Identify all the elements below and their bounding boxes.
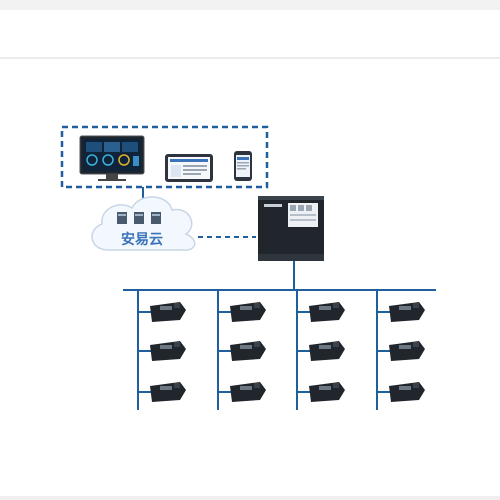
meter-device-icon: [377, 341, 425, 361]
meter-display: [240, 306, 252, 310]
meter-terminal: [413, 342, 419, 347]
meter-device-icon: [138, 382, 186, 402]
meter-terminal: [333, 383, 339, 388]
meter-display: [399, 386, 411, 390]
meter-body: [230, 302, 266, 322]
meter-body: [309, 382, 345, 402]
meter-body: [150, 302, 186, 322]
meter-device-icon: [297, 341, 345, 361]
smartphone-icon: [234, 151, 252, 181]
tablet-icon: [165, 154, 213, 182]
meter-display: [319, 306, 331, 310]
meter-display: [399, 345, 411, 349]
meter-device-icon: [218, 302, 266, 322]
meter-display: [160, 306, 172, 310]
monitor-icon: [79, 135, 145, 181]
meter-branches: [137, 290, 425, 410]
client-devices-group: [60, 125, 269, 189]
meter-display: [399, 306, 411, 310]
meter-body: [309, 302, 345, 322]
meter-display: [240, 386, 252, 390]
meter-terminal: [254, 383, 260, 388]
meter-body: [150, 341, 186, 361]
meter-terminal: [254, 342, 260, 347]
meter-device-icon: [218, 382, 266, 402]
meter-body: [150, 382, 186, 402]
meter-body: [389, 341, 425, 361]
meter-body: [389, 382, 425, 402]
meter-device-icon: [297, 302, 345, 322]
meter-device-icon: [377, 302, 425, 322]
meter-terminal: [413, 383, 419, 388]
meter-device-icon: [297, 382, 345, 402]
meter-terminal: [413, 303, 419, 308]
meter-device-icon: [138, 341, 186, 361]
meter-body: [389, 302, 425, 322]
page-footer-band: [0, 496, 500, 500]
meter-terminal: [333, 303, 339, 308]
meter-device-icon: [138, 302, 186, 322]
meter-body: [230, 341, 266, 361]
meter-device-icon: [377, 382, 425, 402]
meter-display: [319, 386, 331, 390]
meter-body: [230, 382, 266, 402]
meter-terminal: [254, 303, 260, 308]
meter-display: [240, 345, 252, 349]
meter-device-icon: [218, 341, 266, 361]
meter-display: [319, 345, 331, 349]
page-header-band: [0, 0, 500, 10]
meter-terminal: [174, 383, 180, 388]
client-group-dashed-border: [60, 125, 269, 189]
meter-body: [309, 341, 345, 361]
controller-cabinet-icon: [258, 196, 324, 261]
meter-terminal: [174, 342, 180, 347]
meter-terminal: [333, 342, 339, 347]
meter-display: [160, 345, 172, 349]
page-divider: [0, 57, 500, 59]
meter-terminal: [174, 303, 180, 308]
meter-display: [160, 386, 172, 390]
cloud-icon: [91, 196, 196, 251]
cloud-label: 安易云: [121, 231, 163, 248]
